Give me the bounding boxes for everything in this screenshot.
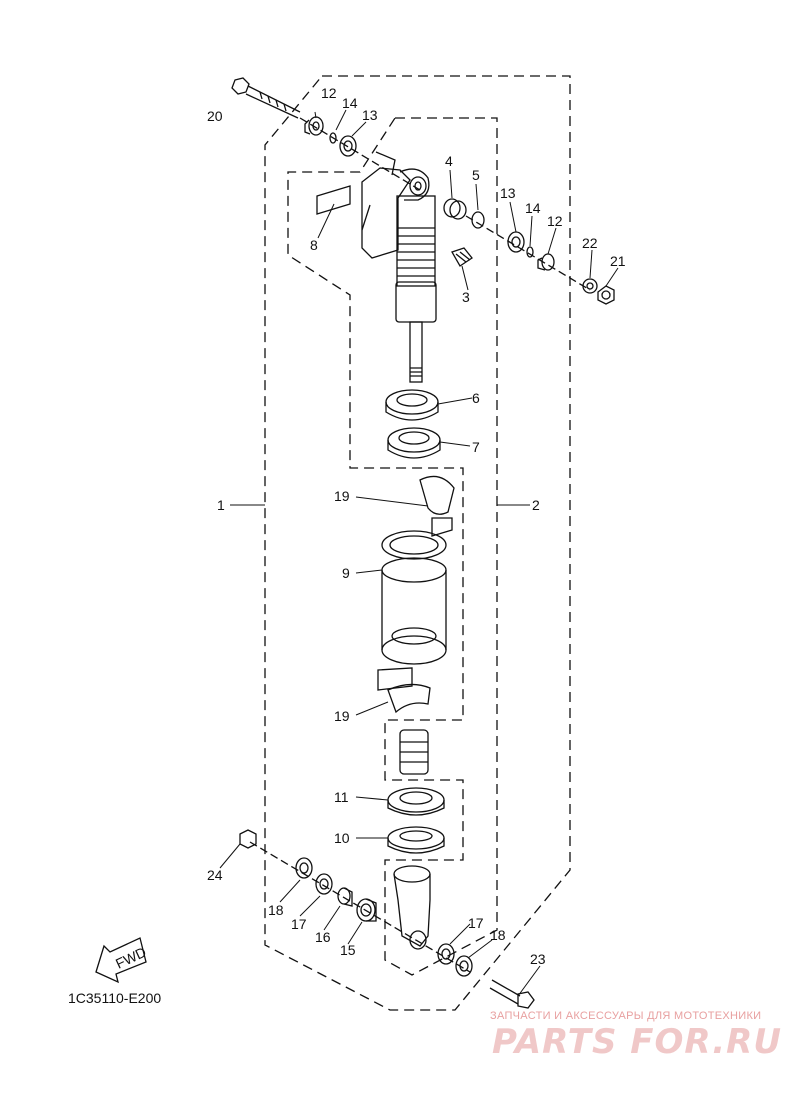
callout-10: 10: [334, 830, 350, 846]
spring-guide-19-top: [419, 475, 455, 537]
callout-13: 13: [362, 107, 378, 123]
fwd-arrow-icon: [95, 937, 147, 984]
callout-11: 11: [334, 789, 349, 805]
washer-22: [582, 278, 598, 294]
watermark-logo: PARTS FOR.RU: [492, 1022, 782, 1062]
callout-13-right: 13: [500, 185, 516, 201]
callout-15: 15: [340, 942, 356, 958]
o-ring-14-right: [526, 246, 534, 258]
oil-seal-13-top: [339, 135, 357, 157]
callout-16: 16: [315, 929, 331, 945]
bushing-4: [443, 198, 467, 220]
callout-17-right: 17: [468, 915, 484, 931]
valve-3: [451, 247, 473, 267]
callout-18-right: 18: [490, 927, 506, 943]
o-ring-14-top: [329, 132, 337, 144]
label-8-sticker: [316, 185, 351, 215]
callout-9: 9: [342, 565, 350, 581]
assembly-boundary-inner: [287, 117, 498, 976]
collar-16: [337, 887, 353, 907]
callout-14-right: 14: [525, 200, 541, 216]
callout-3: 3: [462, 289, 470, 305]
bolt-23: [489, 979, 535, 1009]
callout-23: 23: [530, 951, 546, 967]
callout-22: 22: [582, 235, 598, 251]
bearing-15: [356, 898, 377, 922]
callout-1: 1: [217, 497, 225, 513]
spring-guide-19-bottom: [377, 667, 431, 714]
callout-14: 14: [342, 95, 358, 111]
plate-10: [387, 826, 445, 854]
nut-24: [239, 829, 257, 849]
callout-7: 7: [472, 439, 480, 455]
spring-9: [381, 530, 447, 665]
callout-8: 8: [310, 237, 318, 253]
callout-4: 4: [445, 153, 453, 169]
nut-21: [597, 285, 615, 305]
lower-clevis: [393, 865, 431, 950]
callout-5: 5: [472, 167, 480, 183]
ring-nut-6: [385, 389, 439, 421]
callout-2: 2: [532, 497, 540, 513]
diagram-code: 1C35110-E200: [68, 990, 162, 1006]
thrust-cover-18-left: [295, 857, 313, 879]
shock-upper-body: [361, 151, 437, 383]
callout-20: 20: [207, 108, 223, 124]
collar-12-right: [537, 253, 555, 271]
bolt-20: [231, 77, 301, 119]
callout-19-top: 19: [334, 488, 350, 504]
oil-seal-17-left: [315, 873, 333, 895]
callout-18-left: 18: [268, 902, 284, 918]
callout-6: 6: [472, 390, 480, 406]
thrust-cover-18-right: [455, 955, 473, 977]
assembly-boundary-outer: [264, 75, 571, 1011]
ring-nut-7: [387, 427, 441, 459]
callout-19-bottom: 19: [334, 708, 350, 724]
collar-11: [387, 787, 445, 816]
callout-24: 24: [207, 867, 223, 883]
bump-rubber: [399, 729, 429, 775]
callout-12-right: 12: [547, 213, 563, 229]
oil-seal-17-right: [437, 943, 455, 965]
watermark-tagline: ЗАПЧАСТИ И АКСЕССУАРЫ ДЛЯ МОТОТЕХНИКИ: [490, 1010, 762, 1022]
callout-21: 21: [610, 253, 626, 269]
callout-12: 12: [321, 85, 337, 101]
callout-17-left: 17: [291, 916, 307, 932]
